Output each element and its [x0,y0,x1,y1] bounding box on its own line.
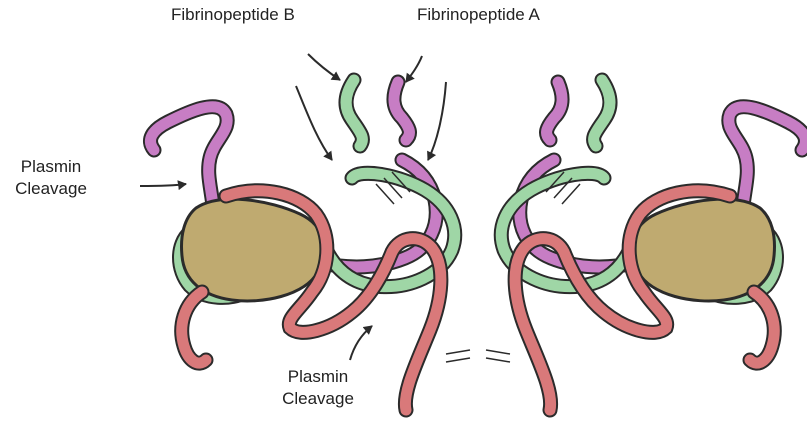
plasmin-cleavage-bottom-label: Plasmin Cleavage [270,366,366,410]
plasmin-cleavage-left-line1: Plasmin [8,156,94,178]
fibrinopeptide-b-label: Fibrinopeptide B [171,4,295,26]
arrow-to-fibrinopeptide-a [406,56,422,82]
arrow-to-fibrinopeptide-a-lower [428,82,446,160]
left-fibrinogen-half [140,54,470,410]
fibrinopeptide-a-label: Fibrinopeptide A [417,4,540,26]
plasmin-cleavage-left-label: Plasmin Cleavage [8,156,94,200]
right-fibrinopeptide-b-fragment [594,80,610,146]
left-fibrinopeptide-b-fragment [346,80,362,146]
plasmin-cleavage-bottom-line2: Cleavage [270,388,366,410]
plasmin-cleavage-bottom-line1: Plasmin [270,366,366,388]
arrow-plasmin-left [140,184,186,186]
left-fibrinopeptide-a-fragment [394,82,410,140]
plasmin-cleavage-left-line2: Cleavage [8,178,94,200]
right-fibrinogen-half [486,80,806,410]
arrow-plasmin-bottom [350,326,372,360]
arrow-to-fibrinopeptide-b-lower [296,86,332,160]
right-fibrinopeptide-a-fragment [547,82,563,140]
arrow-to-fibrinopeptide-b [308,54,340,80]
